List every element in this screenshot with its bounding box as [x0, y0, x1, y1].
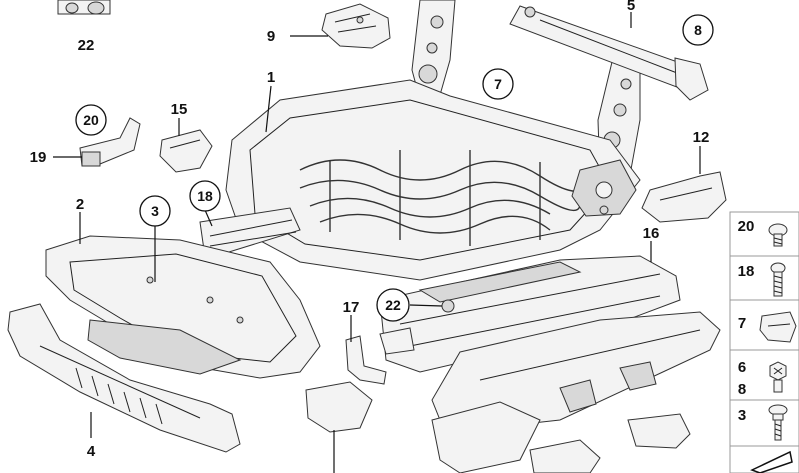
callout-9: 9: [267, 28, 275, 45]
svg-text:12: 12: [693, 129, 710, 146]
callout-12: 12: [693, 129, 710, 146]
callout-7-circled: 7: [482, 68, 514, 100]
part-1-seat-frame: [225, 79, 641, 281]
svg-text:22: 22: [385, 297, 401, 313]
legend-label-7: 7: [738, 315, 746, 332]
part-12-trim-cover: [641, 171, 727, 223]
torx-screw-icon: [768, 223, 788, 247]
wedge-icon: [750, 450, 793, 473]
part-4-front-trim: [7, 303, 241, 453]
clip-icon: [759, 311, 797, 343]
callout-3-circled: 3: [139, 195, 171, 227]
svg-text:19: 19: [30, 149, 47, 166]
leader-lines: [53, 12, 701, 473]
svg-text:17: 17: [343, 299, 360, 316]
part-22-grommet: [57, 0, 111, 15]
part-19-bracket: [79, 117, 141, 167]
callout-22-top: 22: [78, 37, 95, 54]
legend-label-20: 20: [738, 218, 755, 235]
svg-text:3: 3: [151, 203, 159, 219]
svg-text:18: 18: [197, 188, 213, 204]
svg-text:4: 4: [87, 443, 96, 460]
part-5-cross-tube: [509, 5, 709, 101]
svg-text:1: 1: [267, 69, 275, 86]
svg-text:22: 22: [78, 37, 95, 54]
legend-label-3: 3: [738, 407, 746, 424]
svg-text:9: 9: [267, 28, 275, 45]
callout-19: 19: [30, 149, 47, 166]
callout-18-circled: 18: [189, 180, 221, 212]
callout-8-circled: 8: [682, 14, 714, 46]
svg-text:20: 20: [83, 112, 99, 128]
svg-text:2: 2: [76, 196, 84, 213]
hex-screw-icon: [769, 361, 787, 393]
part-15-cover: [159, 129, 213, 173]
part-17-clip: [345, 335, 387, 385]
part-16-rail-cover: [379, 255, 681, 373]
callout-22-circled: 22: [376, 288, 410, 322]
legend-label-6: 6: [738, 359, 746, 376]
callout-20-circled: 20: [75, 104, 107, 136]
callout-5: 5: [627, 0, 635, 14]
flange-screw-icon: [768, 404, 788, 441]
legend-label-8: 8: [738, 381, 746, 398]
callout-16: 16: [643, 225, 660, 242]
svg-text:7: 7: [494, 76, 502, 92]
fastener-legend: 20 18 7 6 8 3: [729, 211, 799, 473]
svg-text:15: 15: [171, 101, 188, 118]
callout-17: 17: [343, 299, 360, 316]
svg-text:5: 5: [627, 0, 635, 14]
long-screw-icon: [770, 262, 786, 297]
callout-15: 15: [171, 101, 188, 118]
part-9-bracket: [321, 3, 391, 49]
svg-text:8: 8: [694, 22, 702, 38]
side-trim-panel: [431, 311, 721, 473]
seat-control-knobs: [305, 381, 691, 473]
svg-text:16: 16: [643, 225, 660, 242]
callout-1: 1: [267, 69, 275, 86]
part-2-seat-pan: [45, 235, 321, 379]
legend-label-18: 18: [738, 263, 755, 280]
callout-2: 2: [76, 196, 84, 213]
callout-4: 4: [87, 443, 96, 460]
